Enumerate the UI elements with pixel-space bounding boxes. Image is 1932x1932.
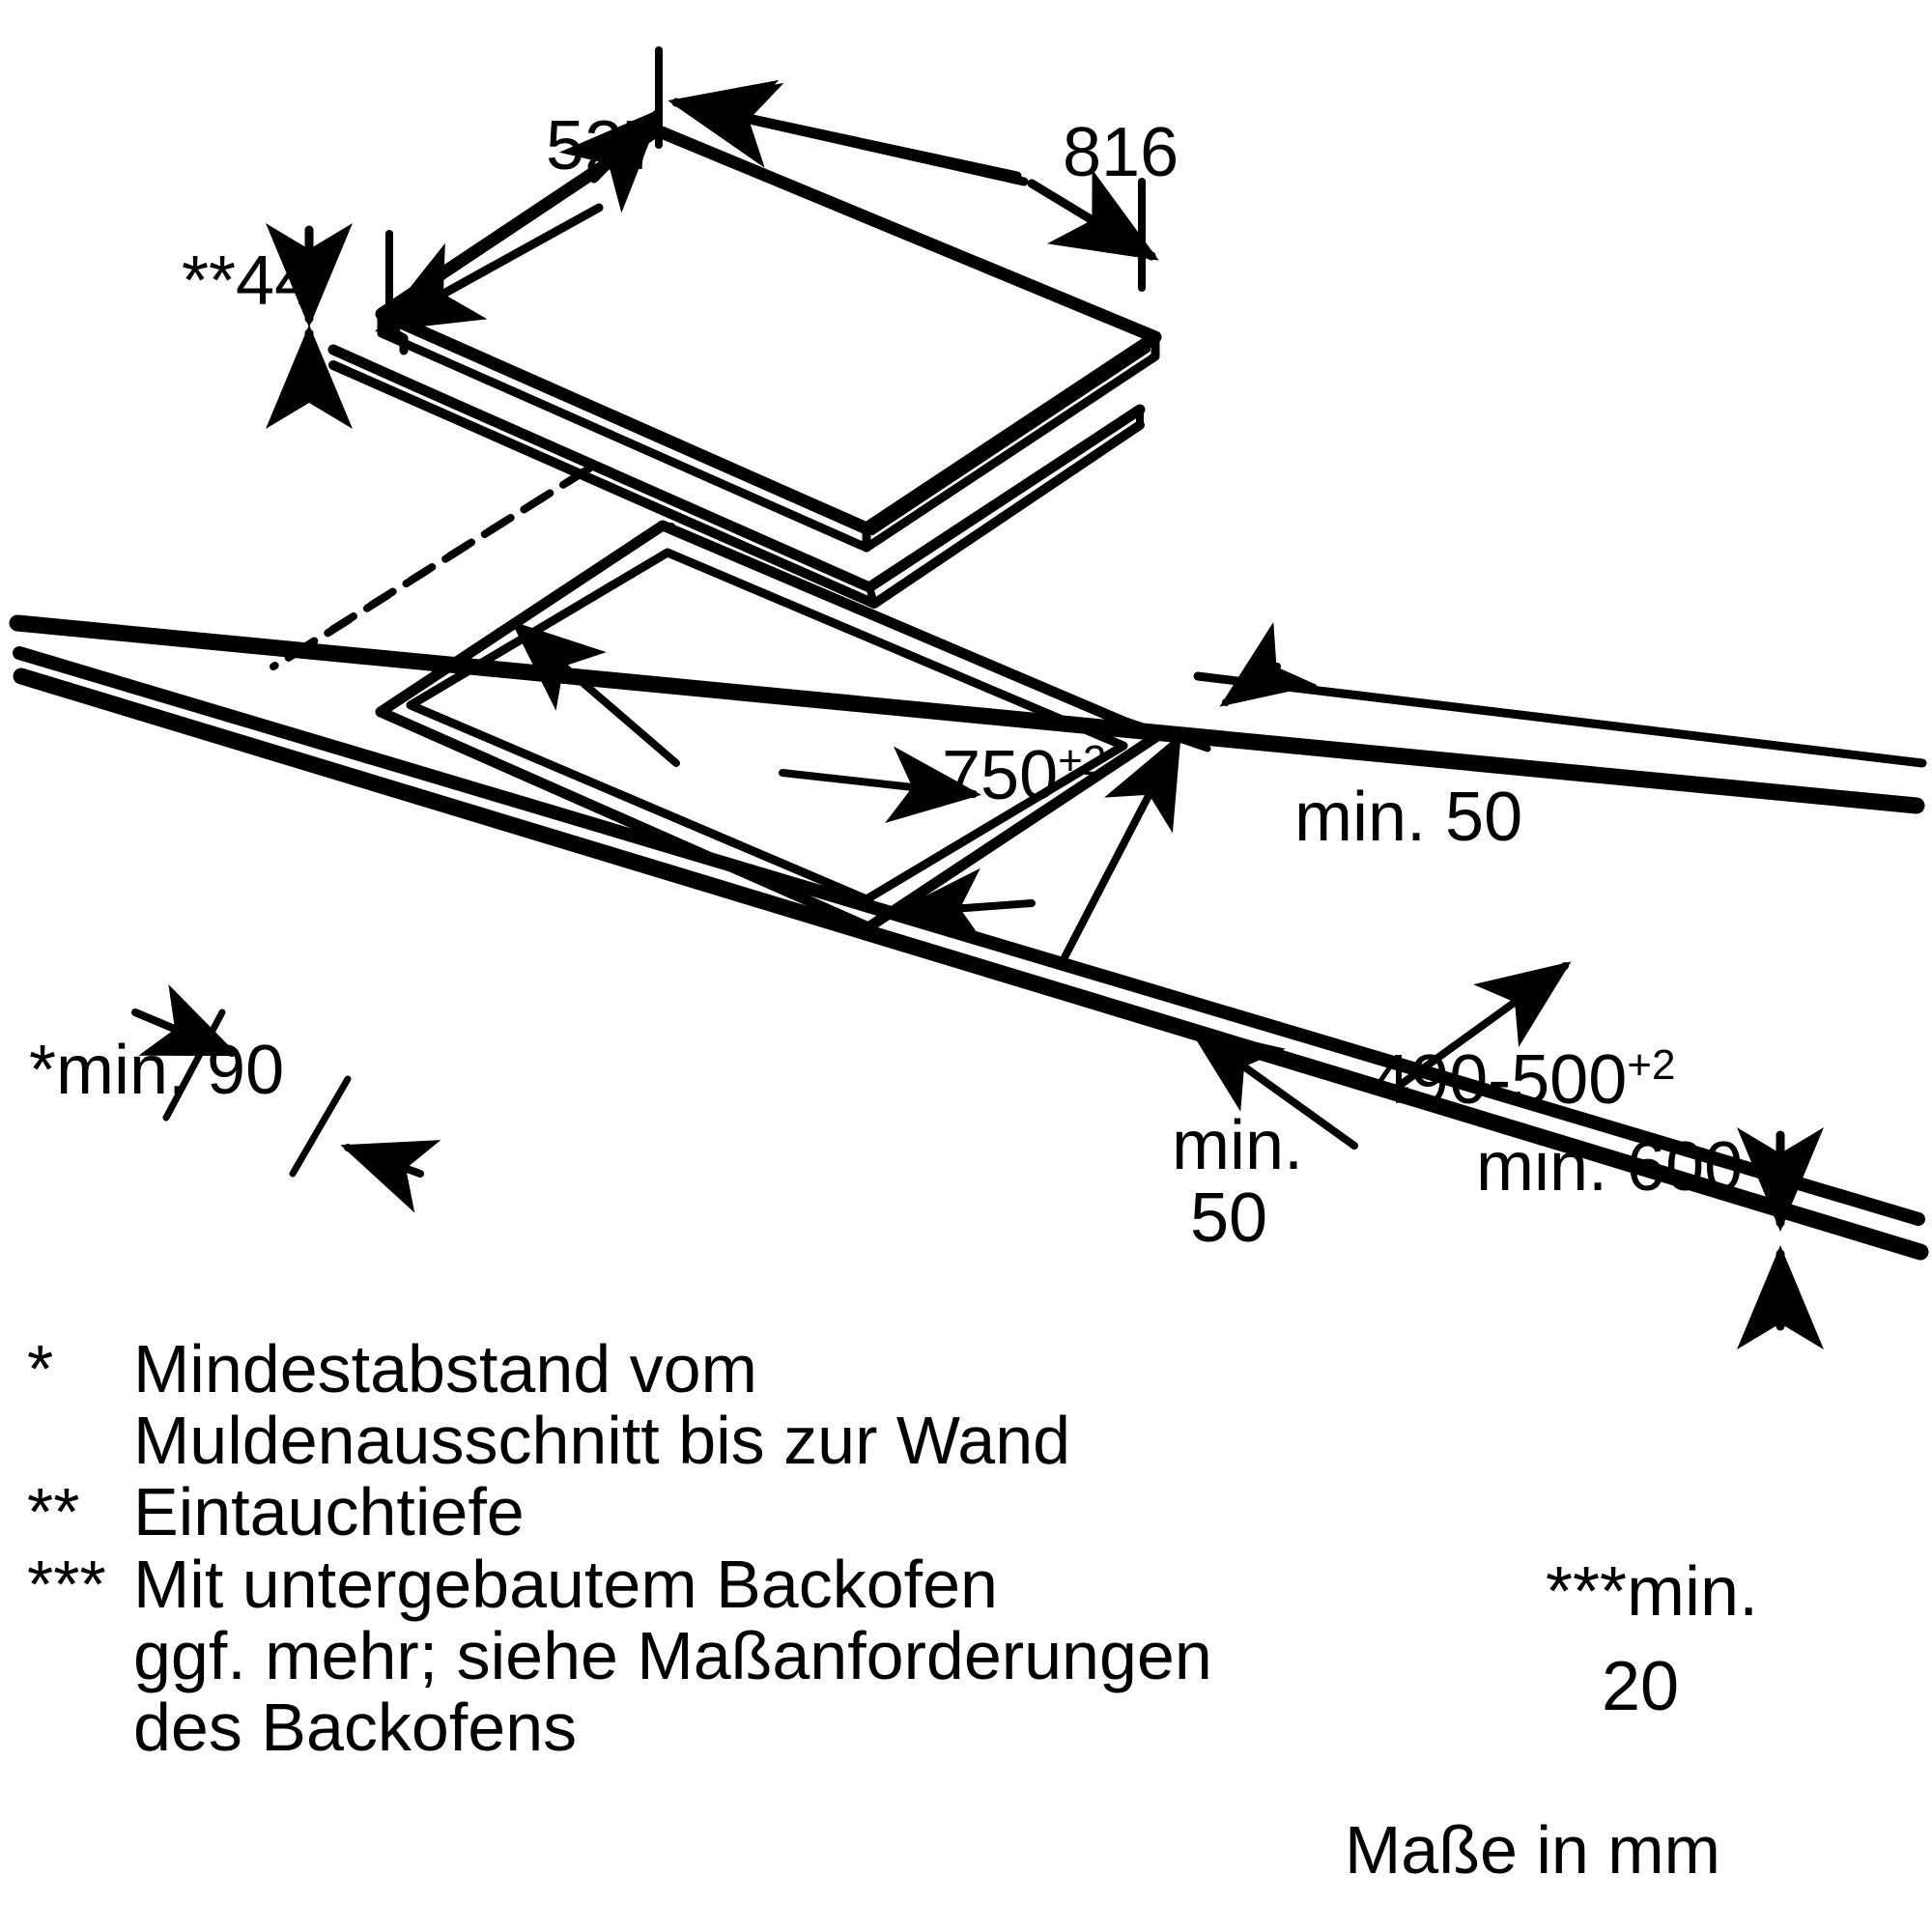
dim-ext-527: [385, 46, 663, 323]
projection-lines: [270, 465, 675, 670]
worktop-front-edge-lower: [13, 668, 1929, 1261]
dimension-490-500-tolerance: +2: [1627, 1041, 1676, 1089]
dim-ext-min-90-upper: [162, 1009, 226, 1122]
worktop-cutout-inner: [406, 548, 1128, 904]
dimension-750-tolerance: +2: [1058, 737, 1107, 784]
dim-line-490-500: [1059, 732, 1181, 965]
dimension-label-min-50-side-line1: min.: [1172, 1107, 1304, 1184]
footnote-item: *** Mit untergebautem Backofen ggf. mehr…: [27, 1546, 1312, 1765]
dimension-label-min-90: *min. 90: [29, 1032, 285, 1109]
footnote-line: Mindestabstand vom: [133, 1331, 757, 1406]
footnote-text: Mit untergebautem Backofen ggf. mehr; si…: [133, 1546, 1312, 1765]
worktop-rear-thin-edge: [1193, 671, 1927, 768]
dim-line-min-90-upper: [131, 984, 240, 1057]
dimension-label-min-50-side-line2: 50: [1190, 1179, 1268, 1257]
dimension-750-value: 750: [942, 737, 1059, 814]
footnote-text: Eintauchtiefe: [133, 1476, 1312, 1548]
dim-line-min-50-rear: [1219, 621, 1319, 707]
footnote-line: Muldenausschnitt bis zur Wand: [133, 1403, 1071, 1479]
footnote-line: des Backofens: [133, 1689, 578, 1765]
footnote-marker: **: [27, 1474, 80, 1550]
dim-leader-816: [672, 82, 1029, 186]
footnote-line: Mit untergebautem Backofen: [133, 1546, 998, 1622]
dim-line-min-600: [1187, 961, 1572, 1150]
dimension-label-490-500: 490-500+2: [1294, 976, 1675, 1184]
footnote-marker: *: [27, 1331, 54, 1406]
dimension-label-816: 816: [1063, 114, 1179, 191]
footnote-marker: ***: [27, 1546, 106, 1622]
dimension-label-min-50-rear: min. 50: [1294, 779, 1523, 856]
dim-line-750: [510, 620, 981, 824]
units-note: Maße in mm: [1345, 1812, 1720, 1888]
hob-edge-front-right: [862, 332, 1160, 553]
worktop-cutout-outer: [375, 520, 1163, 933]
dim-ext-min-90-lower: [289, 1075, 352, 1178]
dim-line-min-90-lower: [340, 1140, 441, 1213]
dimension-label-750: 750+2: [865, 671, 1106, 880]
dim-line-527: [375, 107, 664, 332]
footnote-text: Mindestabstand vom Muldenausschnitt bis …: [133, 1331, 1312, 1479]
dim-ext-490-500: [1117, 715, 1211, 753]
dimension-490-500-value: 490-500: [1372, 1041, 1628, 1119]
worktop-top-edge: [9, 614, 1925, 814]
dimension-label-min-20-line2: 20: [1602, 1648, 1680, 1725]
dim-line-min-50-side: [891, 867, 1036, 946]
footnote-line: Eintauchtiefe: [133, 1474, 525, 1550]
hob-body-rail-tick: [866, 406, 1144, 608]
footnote-item: ** Eintauchtiefe: [27, 1476, 1312, 1548]
footnotes-block: * Mindestabstand vom Muldenausschnitt bi…: [27, 1333, 1312, 1763]
dimension-label-527: 527: [546, 107, 663, 185]
dimension-label-44: **44: [182, 242, 314, 320]
footnote-item: * Mindestabstand vom Muldenausschnitt bi…: [27, 1331, 1312, 1479]
projection-line-hob-to-cutout: [268, 468, 588, 672]
dimension-label-min-600: min. 600: [1476, 1128, 1744, 1206]
dimension-label-min-20-line1: ***min.: [1546, 1553, 1759, 1631]
footnote-line: ggf. mehr; siehe Maßanforderungen: [133, 1617, 1212, 1693]
